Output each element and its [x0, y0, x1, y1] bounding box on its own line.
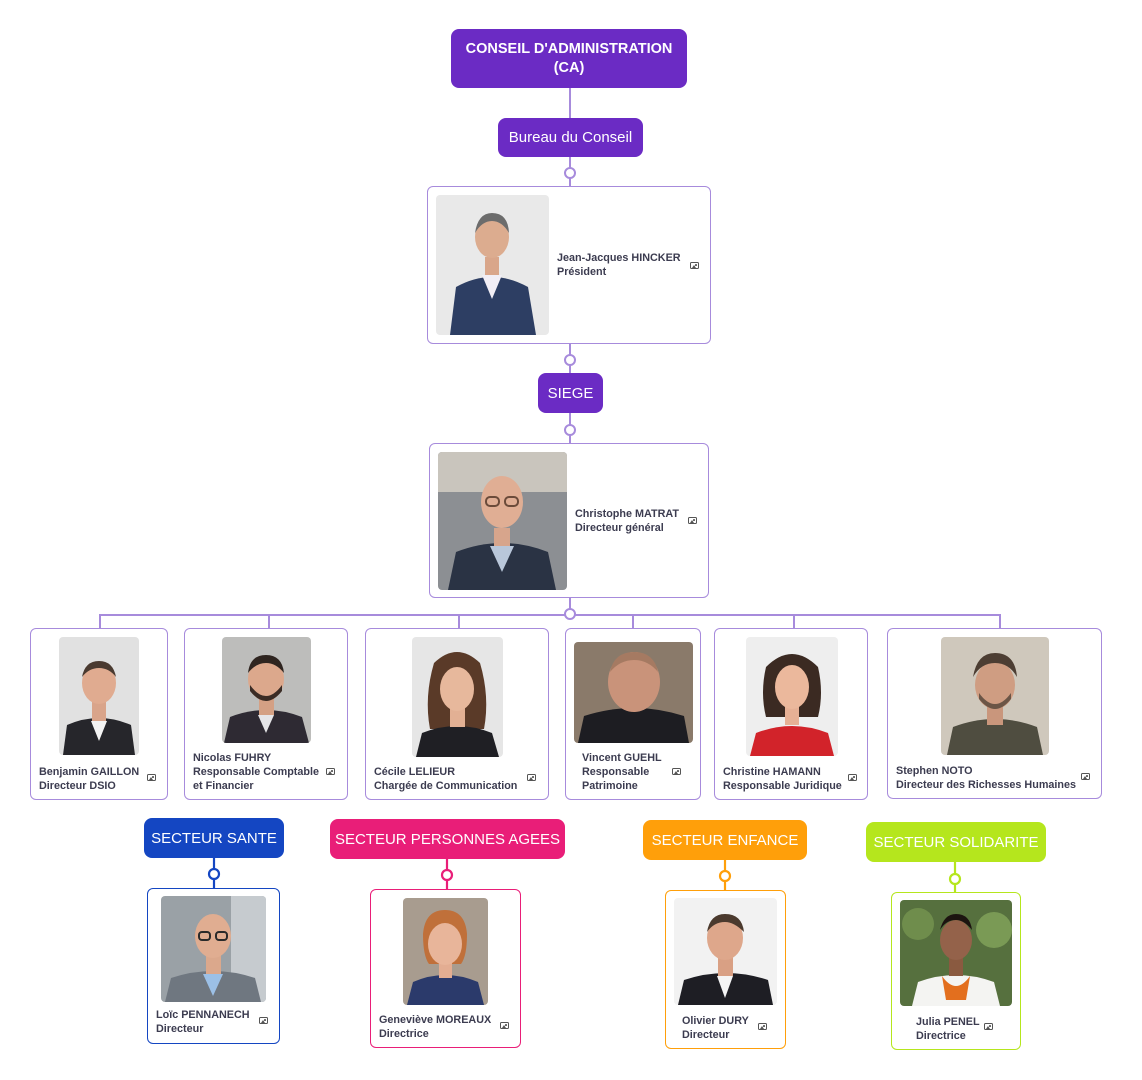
node-secteur-sante[interactable]: SECTEUR SANTE	[144, 818, 284, 858]
caption-president: Jean-Jacques HINCKER Président	[557, 251, 681, 279]
caption-dsio: Benjamin GAILLON Directeur DSIO	[39, 765, 139, 793]
name-personnes-agees: Geneviève MOREAUX	[379, 1014, 492, 1026]
role-sante: Directeur	[156, 1023, 204, 1035]
caption-solidarite: Julia PENEL Directrice	[916, 1015, 980, 1043]
role-solidarite: Directrice	[916, 1030, 966, 1042]
node-siege-label: SIEGE	[547, 384, 594, 402]
node-bureau-du-conseil[interactable]: Bureau du Conseil	[498, 118, 643, 157]
caption-sante: Loïc PENNANECH Directeur	[156, 1008, 250, 1036]
card-directeur-general[interactable]: Christophe MATRAT Directeur général	[429, 443, 709, 598]
node-siege[interactable]: SIEGE	[538, 373, 603, 413]
photo-patrimoine	[574, 642, 693, 743]
node-secteur-enfance-label: SECTEUR ENFANCE	[651, 831, 799, 849]
photo-solidarite	[900, 900, 1012, 1006]
node-bureau-label: Bureau du Conseil	[508, 129, 633, 146]
card-communication[interactable]: Cécile LELIEUR Chargée de Communication	[365, 628, 549, 800]
caption-directeur-general: Christophe MATRAT Directeur général	[575, 507, 679, 535]
name-sante: Loïc PENNANECH	[156, 1009, 250, 1021]
role-dsio: Directeur DSIO	[39, 780, 116, 792]
name-juridique: Christine HAMANN	[723, 766, 821, 778]
name-communication: Cécile LELIEUR	[374, 766, 455, 778]
image-icon[interactable]	[758, 1023, 767, 1030]
role-juridique: Responsable Juridique	[723, 780, 842, 792]
card-finance[interactable]: Nicolas FUHRY Responsable Comptable et F…	[184, 628, 348, 800]
node-secteur-sante-label: SECTEUR SANTE	[151, 829, 277, 847]
node-secteur-personnes-agees-label: SECTEUR PERSONNES AGEES	[334, 830, 561, 848]
photo-enfance	[674, 898, 777, 1005]
role-communication: Chargée de Communication	[374, 780, 518, 792]
node-secteur-solidarite[interactable]: SECTEUR SOLIDARITE	[866, 822, 1046, 862]
node-conseil-administration[interactable]: CONSEIL D'ADMINISTRATION (CA)	[451, 29, 687, 88]
image-icon[interactable]	[672, 768, 681, 775]
caption-finance: Nicolas FUHRY Responsable Comptable et F…	[193, 751, 319, 793]
node-secteur-enfance[interactable]: SECTEUR ENFANCE	[643, 820, 807, 860]
image-icon[interactable]	[690, 262, 699, 269]
node-conseil-administration-label: CONSEIL D'ADMINISTRATION (CA)	[465, 40, 673, 76]
image-icon[interactable]	[984, 1023, 993, 1030]
card-personnes-agees[interactable]: Geneviève MOREAUX Directrice	[370, 889, 521, 1048]
card-president[interactable]: Jean-Jacques HINCKER Président	[427, 186, 711, 344]
image-icon[interactable]	[259, 1017, 268, 1024]
caption-juridique: Christine HAMANN Responsable Juridique	[723, 765, 842, 793]
name-enfance: Olivier DURY	[682, 1015, 749, 1027]
image-icon[interactable]	[1081, 773, 1090, 780]
name-directeur-general: Christophe MATRAT	[575, 508, 679, 520]
photo-sante	[161, 896, 266, 1002]
role-patrimoine: Responsable	[582, 766, 650, 778]
role-directeur-general: Directeur général	[575, 522, 664, 534]
photo-juridique	[746, 637, 838, 756]
name-rh: Stephen NOTO	[896, 765, 973, 777]
caption-enfance: Olivier DURY Directeur	[682, 1014, 749, 1042]
name-patrimoine: Vincent GUEHL	[582, 752, 662, 764]
photo-directeur-general	[438, 452, 567, 590]
role-personnes-agees: Directrice	[379, 1028, 429, 1040]
photo-president	[436, 195, 549, 335]
caption-patrimoine: Vincent GUEHL Responsable Patrimoine	[582, 751, 662, 793]
card-solidarite[interactable]: Julia PENEL Directrice	[891, 892, 1021, 1050]
node-secteur-personnes-agees[interactable]: SECTEUR PERSONNES AGEES	[330, 819, 565, 859]
role-finance: Responsable Comptable	[193, 766, 319, 778]
photo-dsio	[59, 637, 139, 755]
name-president: Jean-Jacques HINCKER	[557, 252, 681, 264]
photo-rh	[941, 637, 1049, 755]
name-finance: Nicolas FUHRY	[193, 752, 272, 764]
image-icon[interactable]	[527, 774, 536, 781]
role-enfance: Directeur	[682, 1029, 730, 1041]
image-icon[interactable]	[848, 774, 857, 781]
card-dsio[interactable]: Benjamin GAILLON Directeur DSIO	[30, 628, 168, 800]
caption-communication: Cécile LELIEUR Chargée de Communication	[374, 765, 517, 793]
card-rh[interactable]: Stephen NOTO Directeur des Richesses Hum…	[887, 628, 1102, 799]
node-secteur-solidarite-label: SECTEUR SOLIDARITE	[873, 833, 1039, 851]
card-enfance[interactable]: Olivier DURY Directeur	[665, 890, 786, 1049]
caption-rh: Stephen NOTO Directeur des Richesses Hum…	[896, 764, 1076, 792]
card-juridique[interactable]: Christine HAMANN Responsable Juridique	[714, 628, 868, 800]
card-sante[interactable]: Loïc PENNANECH Directeur	[147, 888, 280, 1044]
role-rh: Directeur des Richesses Humaines	[896, 779, 1077, 791]
photo-communication	[412, 637, 503, 757]
caption-personnes-agees: Geneviève MOREAUX Directrice	[379, 1013, 491, 1041]
name-solidarite: Julia PENEL	[916, 1016, 980, 1028]
image-icon[interactable]	[326, 768, 335, 775]
role-patrimoine-line2: Patrimoine	[582, 780, 638, 792]
photo-finance	[222, 637, 311, 743]
role-president: Président	[557, 266, 607, 278]
image-icon[interactable]	[147, 774, 156, 781]
image-icon[interactable]	[688, 517, 697, 524]
card-patrimoine[interactable]: Vincent GUEHL Responsable Patrimoine	[565, 628, 701, 800]
photo-personnes-agees	[403, 898, 488, 1005]
role-finance-line2: et Financier	[193, 780, 254, 792]
name-dsio: Benjamin GAILLON	[39, 766, 140, 778]
image-icon[interactable]	[500, 1022, 509, 1029]
